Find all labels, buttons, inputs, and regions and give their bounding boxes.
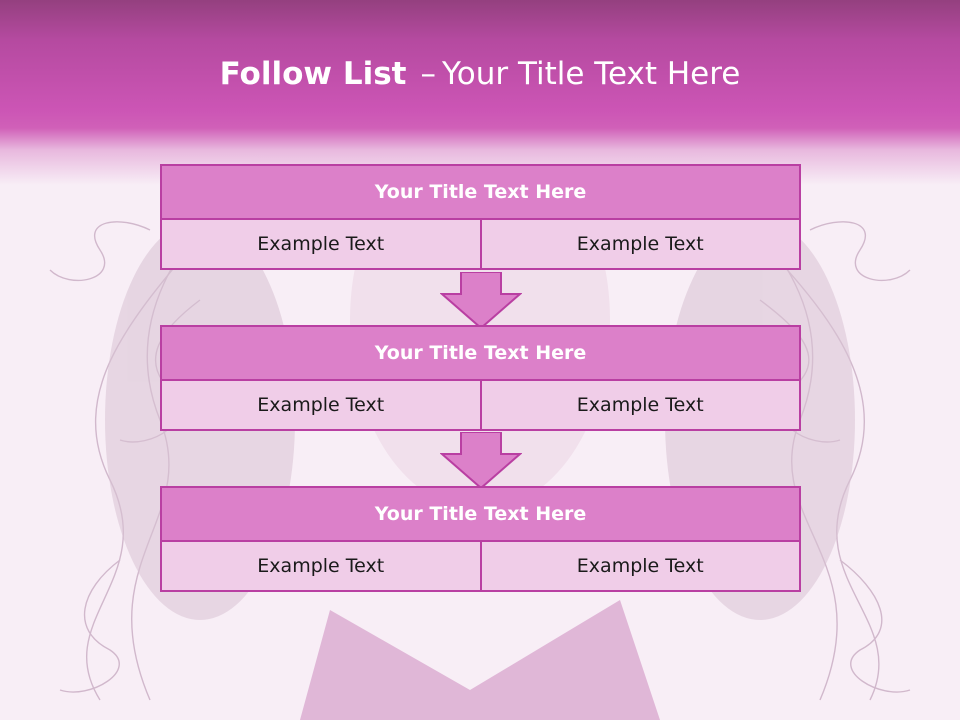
block-cell-right: Example Text [481, 220, 801, 270]
block-cell-left: Example Text [160, 542, 482, 592]
block-cell-left: Example Text [160, 381, 482, 431]
block-cell-right: Example Text [481, 542, 801, 592]
block-cell-left: Example Text [160, 220, 482, 270]
down-arrow-icon [440, 272, 522, 330]
block-title: Your Title Text Here [160, 325, 801, 381]
block-title: Your Title Text Here [160, 486, 801, 542]
title-separator: – [420, 56, 436, 92]
slide-title: Follow List–Your Title Text Here [0, 56, 960, 92]
down-arrow-icon [440, 432, 522, 490]
list-block-3: Your Title Text Here Example Text Exampl… [160, 486, 801, 592]
list-block-2: Your Title Text Here Example Text Exampl… [160, 325, 801, 431]
header-band [0, 0, 960, 185]
block-cell-right: Example Text [481, 381, 801, 431]
title-bold: Follow List [219, 56, 407, 92]
list-block-1: Your Title Text Here Example Text Exampl… [160, 164, 801, 270]
block-title: Your Title Text Here [160, 164, 801, 220]
title-rest: Your Title Text Here [441, 56, 741, 92]
